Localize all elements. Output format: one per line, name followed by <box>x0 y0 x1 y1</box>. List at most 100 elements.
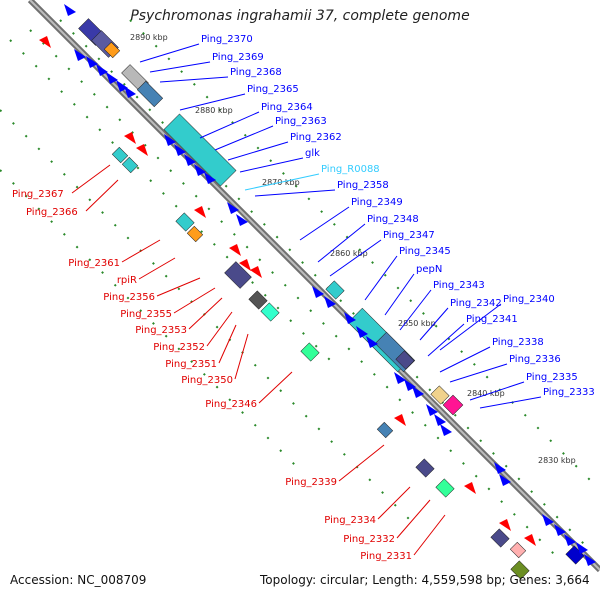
forward-leader-line <box>244 173 320 191</box>
forward-gene-arrow <box>124 86 136 98</box>
forward-gene-label: Ping_2365 <box>247 84 299 95</box>
forward-gene-arrow <box>312 286 324 298</box>
forward-leader-line <box>439 346 491 373</box>
reverse-gene-arrow <box>39 36 51 48</box>
gene-box <box>111 146 129 164</box>
gene-box <box>224 261 252 289</box>
forward-gene-arrow <box>494 462 506 474</box>
forward-leader-line <box>254 189 336 197</box>
reverse-leader-line <box>188 297 223 330</box>
gene-box <box>442 394 464 416</box>
gene-box <box>300 342 320 362</box>
forward-leader-line <box>384 273 415 316</box>
forward-gene-arrow <box>227 202 239 214</box>
forward-gene-label: Ping_2362 <box>290 132 342 143</box>
reverse-gene-arrow <box>229 244 241 256</box>
kbp-marker-label: 2830 kbp <box>538 456 576 465</box>
reverse-gene-label: Ping_2356 <box>103 292 155 303</box>
gene-box <box>325 280 345 300</box>
forward-gene-arrow <box>412 386 424 398</box>
forward-gene-label: Ping_2349 <box>351 197 403 208</box>
gene-box <box>175 212 195 232</box>
gene-box <box>121 156 139 174</box>
forward-leader-line <box>469 381 525 401</box>
forward-leader-line <box>479 396 542 409</box>
kbp-marker-label: 2840 kbp <box>467 389 505 398</box>
reverse-leader-line <box>338 444 385 482</box>
forward-leader-line <box>419 307 449 341</box>
forward-gene-arrow <box>74 49 86 61</box>
genome-title: Psychromonas ingrahamii 37, complete gen… <box>130 8 470 24</box>
forward-gene-arrow <box>542 514 554 526</box>
gene-box <box>260 302 280 322</box>
accession-text: Accession: NC_008709 <box>10 573 147 587</box>
forward-gene-label: Ping_2333 <box>543 387 595 398</box>
forward-leader-line <box>227 141 289 161</box>
reverse-leader-line <box>218 324 237 364</box>
reverse-leader-line <box>71 164 111 194</box>
forward-leader-line <box>427 323 465 357</box>
forward-leader-line <box>179 93 246 111</box>
forward-gene-arrow <box>554 524 566 536</box>
forward-gene-arrow <box>174 144 186 156</box>
forward-gene-arrow <box>184 154 196 166</box>
kbp-marker-label: 2850 kbp <box>398 319 436 328</box>
reverse-gene-arrow <box>394 414 406 426</box>
forward-gene-arrow <box>96 64 108 76</box>
gene-box <box>186 225 204 243</box>
forward-gene-label: Ping_2369 <box>212 52 264 63</box>
forward-gene-arrow <box>356 326 368 338</box>
gene-box <box>510 560 530 580</box>
forward-gene-label: Ping_2342 <box>450 298 502 309</box>
forward-gene-arrow <box>106 72 118 84</box>
reverse-leader-line <box>85 179 119 212</box>
forward-leader-line <box>214 125 274 151</box>
reverse-leader-line <box>377 486 411 520</box>
forward-gene-arrow <box>440 424 452 436</box>
forward-gene-arrow <box>204 172 216 184</box>
forward-gene-label: Ping_2335 <box>526 372 578 383</box>
forward-leader-line <box>364 255 398 301</box>
reverse-gene-label: Ping_2366 <box>26 207 78 218</box>
forward-gene-arrow <box>584 554 596 566</box>
forward-gene-label: Ping_2338 <box>492 337 544 348</box>
genome-backbone-highlight <box>29 0 600 571</box>
forward-leader-line <box>239 157 304 173</box>
forward-gene-label: Ping_2343 <box>433 280 485 291</box>
reverse-gene-arrow <box>524 534 536 546</box>
forward-gene-label: Ping_2364 <box>261 102 313 113</box>
reverse-gene-arrow <box>136 144 148 156</box>
forward-gene-arrow <box>194 164 206 176</box>
forward-gene-arrow <box>164 134 176 146</box>
forward-leader-line <box>329 239 382 277</box>
reverse-gene-label: Ping_2339 <box>285 477 337 488</box>
guide-tick-line <box>59 19 591 551</box>
forward-gene-label: glk <box>305 148 320 159</box>
forward-gene-arrow <box>86 56 98 68</box>
reverse-gene-arrow <box>124 132 136 144</box>
gene-box <box>430 385 450 405</box>
forward-gene-label: Ping_2368 <box>230 67 282 78</box>
forward-gene-arrow <box>564 534 576 546</box>
forward-gene-arrow <box>499 474 511 486</box>
forward-gene-arrow <box>366 336 378 348</box>
reverse-gene-label: Ping_2334 <box>324 515 376 526</box>
reverse-gene-arrow <box>250 266 262 278</box>
topology-text: Topology: circular; Length: 4,559,598 bp… <box>260 573 590 587</box>
forward-leader-line <box>159 76 229 83</box>
forward-leader-line <box>139 43 200 63</box>
gene-box <box>376 421 394 439</box>
forward-leader-line <box>317 223 366 263</box>
reverse-leader-line <box>258 371 293 404</box>
forward-gene-arrow <box>426 404 438 416</box>
forward-gene-label: Ping_2341 <box>466 314 518 325</box>
kbp-marker-label: 2890 kbp <box>130 33 168 42</box>
forward-gene-label: Ping_2358 <box>337 180 389 191</box>
forward-gene-label: Ping_2370 <box>201 34 253 45</box>
forward-gene-arrow <box>576 542 588 554</box>
kbp-marker-label: 2860 kbp <box>330 249 368 258</box>
forward-gene-label: Ping_2363 <box>275 116 327 127</box>
forward-leader-line <box>299 206 350 241</box>
reverse-gene-arrow <box>239 259 251 271</box>
